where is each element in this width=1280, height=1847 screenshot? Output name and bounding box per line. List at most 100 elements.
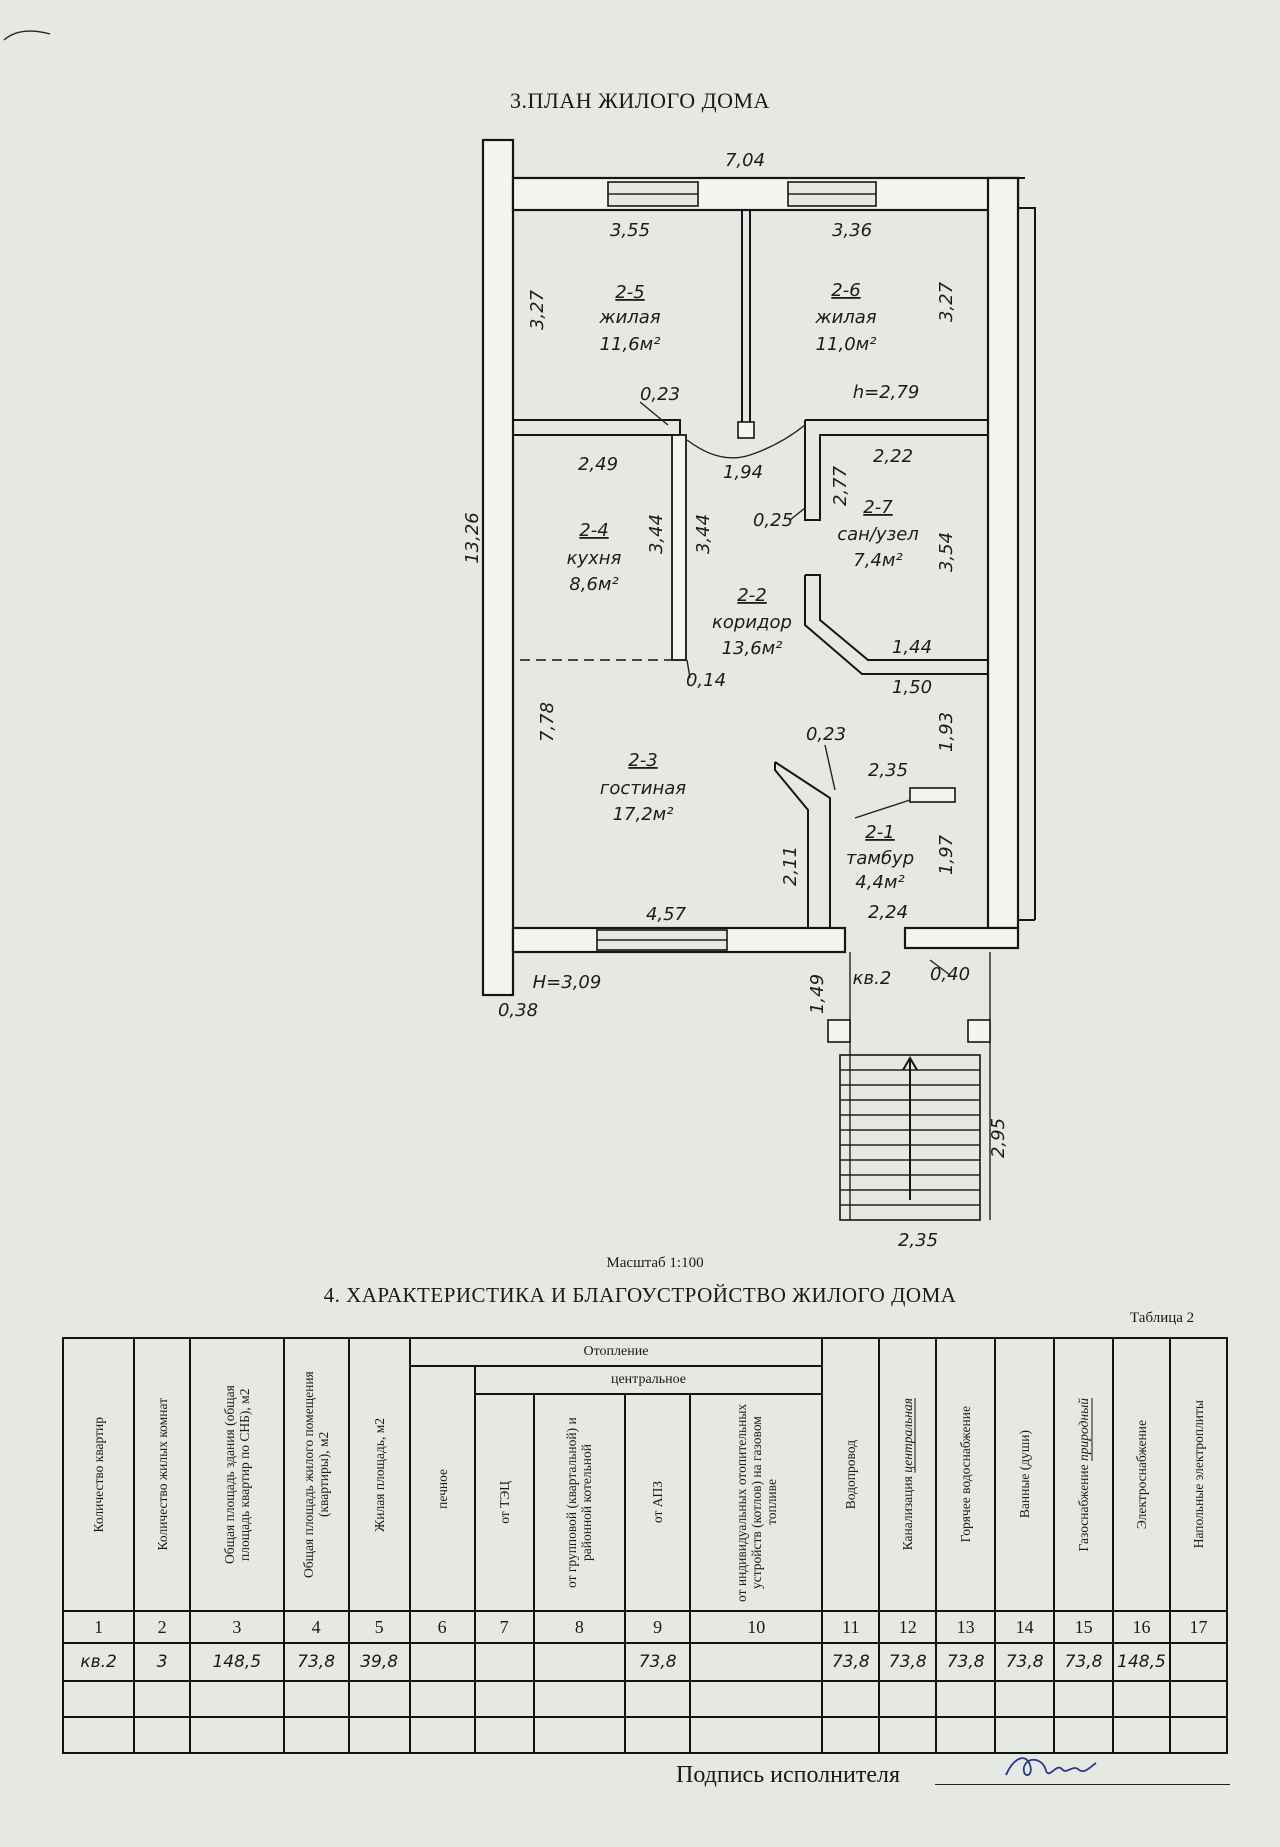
scale-label: Масштаб 1:100 [606,1255,704,1271]
col-num: 17 [1168,1610,1229,1644]
room-2-3-id: 2-3 [628,750,657,771]
header-central: центральное [473,1365,824,1395]
column [737,421,755,439]
header-c8: от групповой (квартальной) и районной ко… [532,1393,627,1612]
cell [408,1642,476,1682]
leader-014 [686,659,691,679]
room-2-2-area: 13,6м² [722,638,783,659]
header-c15: Газоснабжение природный [1053,1337,1115,1612]
room-2-5-name: жилая [598,307,660,328]
dim-h24b: 3,44 [693,514,714,554]
room-2-3-area: 17,2м² [613,804,674,825]
dim-h24a: 3,44 [646,514,667,554]
header-c10: от индивидуальных отопительных устройств… [689,1393,824,1612]
dim-H: Н=3,09 [533,972,602,993]
col-num: 16 [1112,1610,1171,1644]
table-note: Таблица 2 [1130,1310,1195,1326]
partition-24-22 [671,434,687,661]
left-wall [481,138,515,997]
dim-door194: 1,94 [723,462,763,483]
col-num: 4 [282,1610,350,1644]
col-num: 9 [624,1610,692,1644]
header-c14: Ванные (души) [994,1337,1056,1612]
room-2-7-name: сан/узел [837,524,919,545]
cell: кв.2 [61,1642,136,1682]
signature-label: Подпись исполнителя [676,1762,900,1788]
dim-w24: 2,49 [578,454,618,475]
dim-total-height: 13,26 [462,512,483,564]
room-labels: 2-5 жилая 11,6м² 2-6 жилая 11,0м² 2-4 ку… [567,280,919,893]
margin-mark [3,30,51,41]
vestibule-angled-wall [774,761,831,929]
room-2-1-name: тамбур [846,848,914,869]
room-2-1-id: 2-1 [865,822,894,843]
dim-t014: 0,14 [686,670,726,691]
cell: 73,8 [1053,1642,1115,1682]
cell: 73,8 [994,1642,1056,1682]
column-number-row: 1 2 3 4 5 6 7 8 9 10 11 12 13 14 15 16 1… [61,1610,1229,1644]
room-2-6-id: 2-6 [831,280,860,301]
dim-t038: 0,38 [498,1000,538,1021]
cell: 148,5 [189,1642,285,1682]
col-num: 15 [1053,1610,1115,1644]
bathroom-angled-wall [804,574,989,675]
room-2-2-id: 2-2 [737,585,766,606]
right-wall-outer [1018,207,1036,920]
col-num: 8 [532,1610,627,1644]
table-title: 4. ХАРАКТЕРИСТИКА И БЛАГОУСТРОЙСТВО ЖИЛО… [323,1283,957,1307]
room-2-4-name: кухня [567,548,622,569]
dim-t023b: 0,23 [806,724,846,745]
dim-w224: 2,24 [868,902,908,923]
table-row-empty [61,1716,1229,1754]
room-2-6-name: жилая [814,307,876,328]
room-2-4-id: 2-4 [579,520,608,541]
dim-h197: 1,97 [936,834,957,875]
dim-kv: кв.2 [853,968,892,989]
dim-h23: 7,78 [537,702,558,742]
header-c1: Количество квартир [61,1337,136,1612]
col-num: 6 [408,1610,476,1644]
dim-w25: 3,55 [610,220,650,241]
col-num: 5 [347,1610,411,1644]
col-num: 2 [133,1610,192,1644]
leader-vestibule [854,799,911,819]
door-opening-194 [686,424,806,459]
dim-w235: 2,35 [868,760,908,781]
col-num: 13 [935,1610,997,1644]
room-2-3-name: гостиная [600,778,686,799]
right-wall-inner [986,176,1020,930]
signature-line [935,1784,1230,1785]
vestibule-stub [909,787,956,803]
header-row-3: от ТЭЦ от групповой (квартальной) и райо… [63,1393,1227,1612]
floor-plan: 2-5 жилая 11,6м² 2-6 жилая 11,0м² 2-4 ку… [3,30,1036,1251]
cell: 73,8 [282,1642,350,1682]
room-2-7-id: 2-7 [863,497,893,518]
col-num: 14 [994,1610,1056,1644]
cell [689,1642,824,1682]
cell: 39,8 [347,1642,411,1682]
room-2-1-area: 4,4м² [855,872,904,893]
header-heating: Отопление [408,1337,824,1367]
col-num: 3 [189,1610,285,1644]
dim-t023a: 0,23 [640,384,680,405]
col-num: 1 [61,1610,136,1644]
header-c9: от АПЗ [624,1393,692,1612]
dim-w457: 4,57 [646,904,687,925]
cell: 3 [133,1642,192,1682]
cell: 73,8 [935,1642,997,1682]
dim-h149: 1,49 [807,974,828,1014]
plan-title: 3.ПЛАН ЖИЛОГО ДОМА [510,88,770,113]
dim-t025: 0,25 [753,510,793,531]
dim-w26: 3,36 [832,220,872,241]
cell [1168,1642,1229,1682]
room-2-5-area: 11,6м² [600,334,661,355]
header-row-2: печное центральное [63,1365,1227,1612]
dim-w150: 1,50 [892,677,932,698]
dim-ceiling: h=2,79 [853,382,920,403]
bottom-wall-right [903,926,1020,950]
dim-h25: 3,27 [527,289,548,330]
header-c3: Общая площадь здания (общая площадь квар… [189,1337,285,1612]
cell [473,1642,535,1682]
dim-h27a: 2,77 [830,465,851,506]
